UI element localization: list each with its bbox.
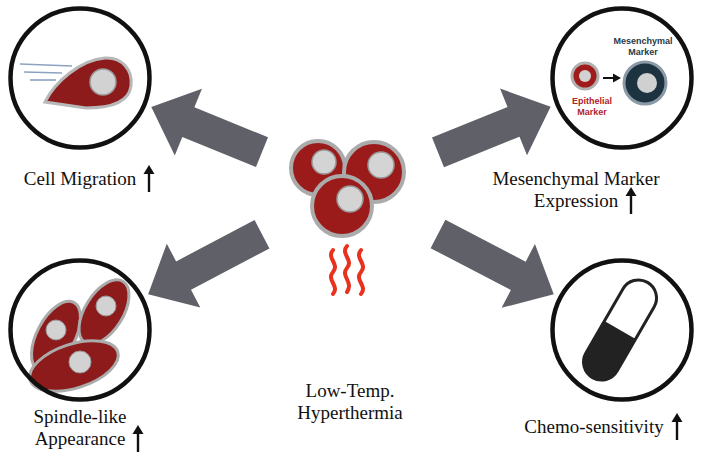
treatment-label: Low-Temp. Hyperthermia [262,380,438,424]
increase-arrow [624,187,638,215]
epithelial-cell [572,63,598,89]
speed-line [20,64,72,66]
speed-line [30,79,56,81]
cell-nucleus [579,70,591,82]
marker-label: Epithelial Marker [562,96,622,118]
result-label: Chemo-sensitivity [492,416,696,438]
block-arrow [148,220,269,307]
increase-arrow [144,165,155,174]
increase-arrow [148,171,150,192]
circle-outline [8,6,152,150]
increase-arrow [630,193,632,214]
heat-waves [331,246,363,294]
result-label: Mesenchymal Marker Expression [478,168,674,212]
treatment-group: Low-Temp. Hyperthermia [262,118,438,428]
block-arrow [431,220,554,308]
increase-arrow [142,165,156,193]
cell-body [45,58,131,108]
heat-wave [331,250,335,294]
cell-nucleus [368,152,394,178]
circle-outline [553,9,692,148]
capsule-half [577,321,636,387]
circle-outline [8,258,152,402]
circle-outline [553,261,692,400]
spindle-cells [21,271,139,401]
speed-line [24,72,62,73]
cell-nucleus [46,320,66,340]
result-circle: Mesenchymal MarkerEpithelial MarkerMesen… [550,6,694,150]
result-label: Spindle-like Appearance [4,406,156,450]
block-arrow [432,88,551,167]
increase-arrow [626,187,637,196]
cell-nucleus [337,186,363,212]
heat-wave [345,246,349,292]
block-arrow [151,89,268,167]
mesenchymal-cell [624,62,666,104]
circle-outline [550,6,694,150]
drug-capsule [577,273,663,386]
increase-arrow [137,431,139,452]
increase-arrow [670,413,684,441]
cell-nucleus [637,73,657,93]
cell-cluster [291,141,404,236]
cell-nucleus [69,351,91,373]
migrating-cell [20,58,131,108]
heat-wave [359,250,363,294]
cell-nucleus [312,150,336,174]
circle-outline [11,9,150,148]
marker-label: Mesenchymal Marker [605,36,681,58]
increase-arrow [675,419,677,440]
increase-arrow [131,425,145,453]
transition-arrow-head [613,74,621,83]
increase-arrow [133,425,144,434]
capsule-body [577,273,663,386]
increase-arrow [671,413,682,422]
circle-outline [11,261,150,400]
circle-outline [550,258,694,402]
cell-body [312,176,372,236]
cell-nucleus [96,296,116,316]
result-circle: Spindle-like Appearance [8,258,152,402]
result-circle: Chemo-sensitivity [550,258,694,402]
cell-nucleus [90,69,116,95]
result-circle: Cell Migration [8,6,152,150]
